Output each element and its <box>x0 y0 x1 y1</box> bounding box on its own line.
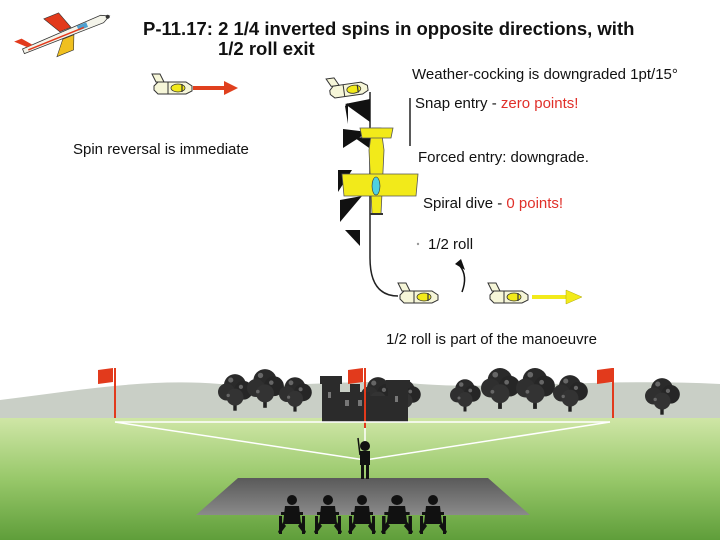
forced-entry-note: Forced entry: downgrade. <box>418 149 589 166</box>
roll-direction-arrow <box>455 259 466 293</box>
half-roll-label: 1/2 roll <box>428 236 474 253</box>
page-title: P-11.17: 2 1/4 inverted spins in opposit… <box>143 18 635 39</box>
entry-direction-arrow <box>193 81 238 95</box>
flight-path <box>369 92 399 297</box>
judging-box-lines <box>114 421 611 461</box>
dot-marker <box>416 242 420 246</box>
half-roll-part-note: 1/2 roll is part of the manoeuvre <box>386 331 597 348</box>
page-title-line2: 1/2 roll exit <box>218 38 315 59</box>
exit-direction-arrow <box>532 289 583 305</box>
spiral-dive-note: Spiral dive - 0 points! <box>423 195 563 212</box>
spin-reversal-note: Spin reversal is immediate <box>73 141 249 158</box>
aerobatic-plane-logo-icon <box>14 12 111 58</box>
spiral-dive-highlight: 0 points! <box>506 195 564 212</box>
snap-entry-text: Snap entry - <box>415 95 501 112</box>
weather-cocking-note: Weather-cocking is downgraded 1pt/15° <box>412 66 678 83</box>
spin-rotation-marks <box>338 99 372 246</box>
spiral-dive-text: Spiral dive - <box>423 195 507 212</box>
flag-icon <box>98 368 614 428</box>
pilot-icon <box>357 437 370 479</box>
spin-plane-icon <box>341 127 419 215</box>
snap-entry-highlight: zero points! <box>500 95 579 112</box>
snap-entry-note: Snap entry - zero points! <box>415 95 578 112</box>
